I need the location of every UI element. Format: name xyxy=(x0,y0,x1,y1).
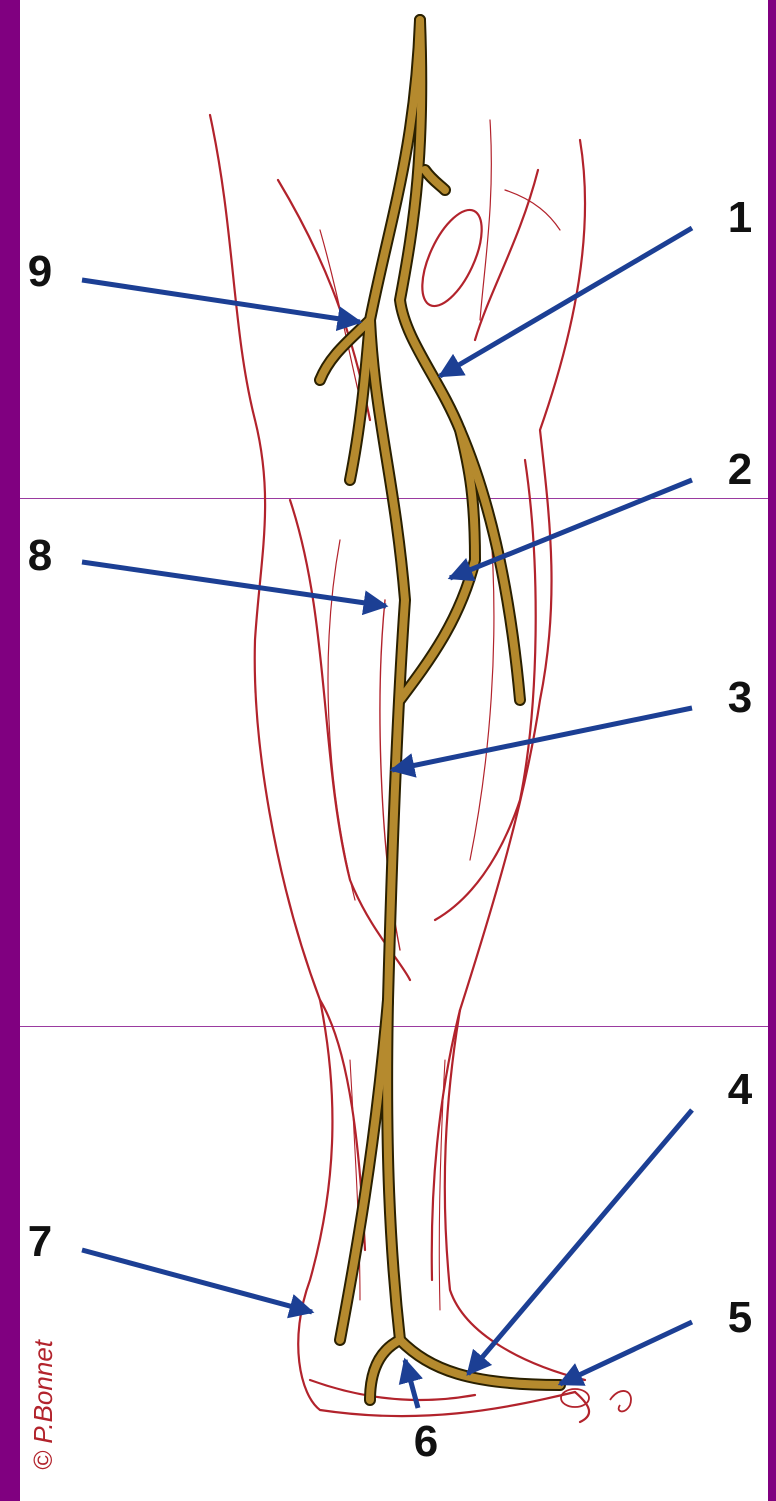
arrow-4 xyxy=(468,1110,692,1374)
label-7: 7 xyxy=(20,1220,60,1264)
leg-anatomy-illustration xyxy=(20,0,768,1501)
label-1: 1 xyxy=(720,196,760,240)
label-4: 4 xyxy=(720,1068,760,1112)
arrow-5 xyxy=(560,1322,692,1384)
arrow-7 xyxy=(82,1250,312,1312)
label-9: 9 xyxy=(20,250,60,294)
arrow-8 xyxy=(82,562,386,606)
label-3: 3 xyxy=(720,676,760,720)
arrow-9 xyxy=(82,280,360,322)
label-5: 5 xyxy=(720,1296,760,1340)
copyright-credit: © P.Bonnet xyxy=(28,1340,59,1470)
label-6: 6 xyxy=(406,1420,446,1464)
label-2: 2 xyxy=(720,448,760,492)
arrow-3 xyxy=(392,708,692,770)
label-8: 8 xyxy=(20,534,60,578)
diagram-canvas: 1 2 3 4 5 6 7 8 9 © P.Bonnet xyxy=(20,0,768,1501)
